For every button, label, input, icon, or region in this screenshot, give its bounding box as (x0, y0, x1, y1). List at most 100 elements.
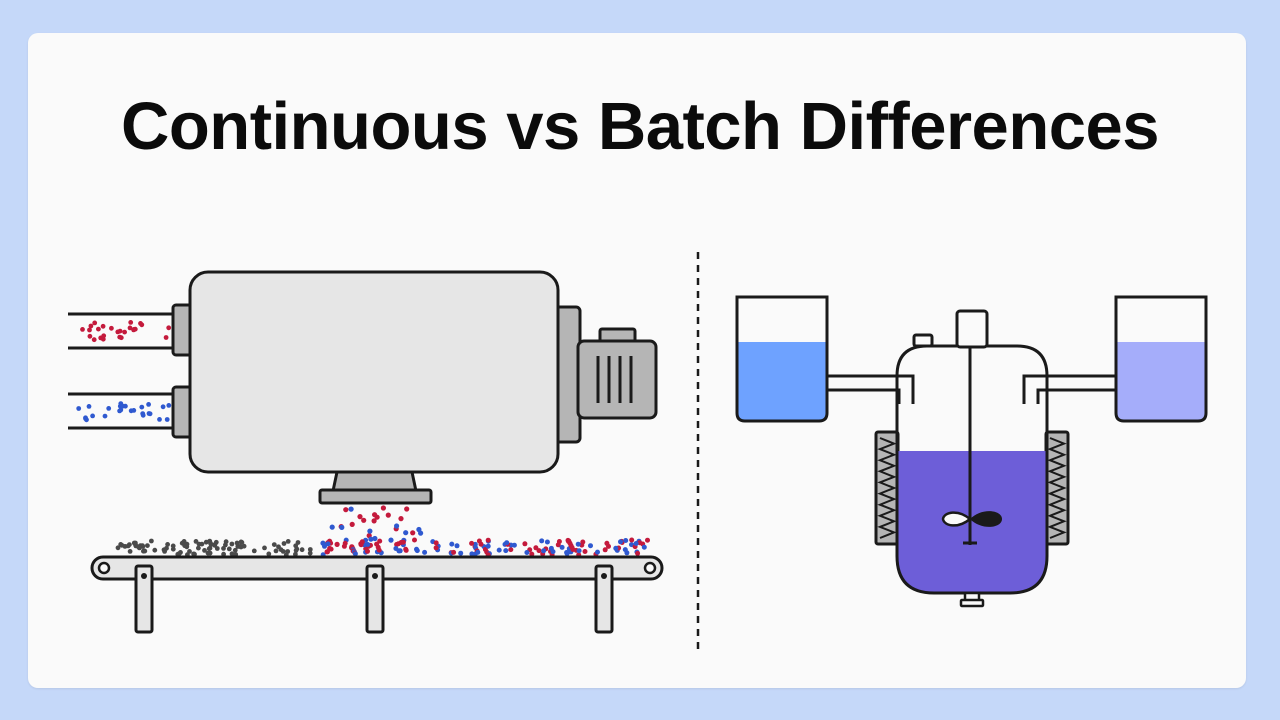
particle (334, 541, 340, 548)
batch-process (735, 295, 1208, 608)
falling-particles (327, 505, 424, 556)
particle (400, 539, 406, 545)
particle (449, 541, 455, 547)
particle (213, 539, 219, 545)
feed-pipe-blue (60, 390, 176, 432)
particle (348, 506, 354, 512)
particle (115, 545, 121, 551)
particle (208, 542, 214, 547)
feed-tank-right (1114, 295, 1208, 423)
particle (635, 550, 641, 556)
particle (102, 413, 108, 419)
particle (575, 541, 581, 547)
feed-line-right (1022, 374, 1116, 404)
particle (365, 548, 370, 554)
particle (285, 539, 291, 544)
particle (157, 417, 162, 422)
particle (207, 545, 213, 551)
particle (137, 545, 142, 551)
particle (238, 544, 244, 550)
particle (164, 417, 170, 422)
particle (178, 550, 183, 555)
particle (271, 542, 277, 547)
particle (322, 543, 327, 549)
particle (503, 548, 509, 554)
particle (645, 537, 650, 543)
particle (238, 539, 244, 545)
particle (349, 521, 355, 528)
particle (266, 551, 272, 557)
particle (293, 551, 298, 557)
particle (160, 404, 166, 410)
belt-particles (115, 537, 650, 558)
particle (100, 323, 106, 329)
particle (139, 322, 145, 328)
particle (404, 506, 410, 512)
particle (191, 551, 197, 557)
particle (539, 538, 545, 544)
particle (524, 550, 530, 555)
particle (451, 549, 457, 555)
particle (281, 541, 287, 546)
particle (352, 551, 358, 557)
particle (433, 540, 439, 546)
particle (398, 516, 404, 522)
particle (564, 551, 570, 557)
particle (469, 551, 475, 557)
particle (221, 546, 226, 551)
particle (166, 403, 172, 408)
particle (529, 551, 535, 557)
particle (623, 538, 629, 543)
particle (324, 549, 330, 555)
particle (118, 407, 124, 413)
particle (131, 327, 137, 333)
particle (278, 547, 284, 552)
particle (359, 539, 365, 545)
particle (469, 540, 475, 546)
particle (128, 320, 134, 325)
particle (416, 526, 422, 533)
particle (118, 542, 124, 547)
particle (412, 537, 417, 543)
particle (361, 517, 367, 523)
particle (229, 541, 235, 547)
particle (202, 548, 207, 553)
feed-line-left (827, 374, 915, 404)
particle (397, 548, 403, 554)
particle (199, 541, 205, 547)
particle (106, 406, 112, 411)
particle (118, 401, 124, 406)
particle (570, 547, 576, 552)
particle (544, 539, 550, 545)
mixer-body (188, 270, 560, 474)
page-title: Continuous vs Batch Differences (120, 89, 1160, 164)
particle (127, 549, 133, 554)
heating-jacket-right (1044, 430, 1070, 546)
reactor-vessel (895, 309, 1049, 608)
particle (221, 551, 227, 557)
continuous-process (60, 270, 664, 634)
particle (273, 548, 279, 554)
particle (229, 551, 235, 557)
particle (595, 549, 600, 555)
particle (478, 541, 484, 547)
particle (145, 543, 150, 548)
discharge-chute (318, 470, 433, 505)
particle (343, 507, 349, 513)
particle (149, 538, 154, 544)
particle (187, 549, 192, 554)
particle (372, 535, 378, 542)
particle (541, 548, 547, 554)
particle (624, 550, 630, 556)
particle (393, 546, 399, 551)
particle (299, 547, 305, 553)
particle (193, 539, 199, 544)
particle (232, 547, 238, 553)
particle (131, 408, 137, 413)
particle (166, 325, 172, 331)
particle (410, 530, 416, 536)
particle (641, 544, 647, 550)
particle (329, 524, 335, 530)
particle (109, 325, 114, 331)
